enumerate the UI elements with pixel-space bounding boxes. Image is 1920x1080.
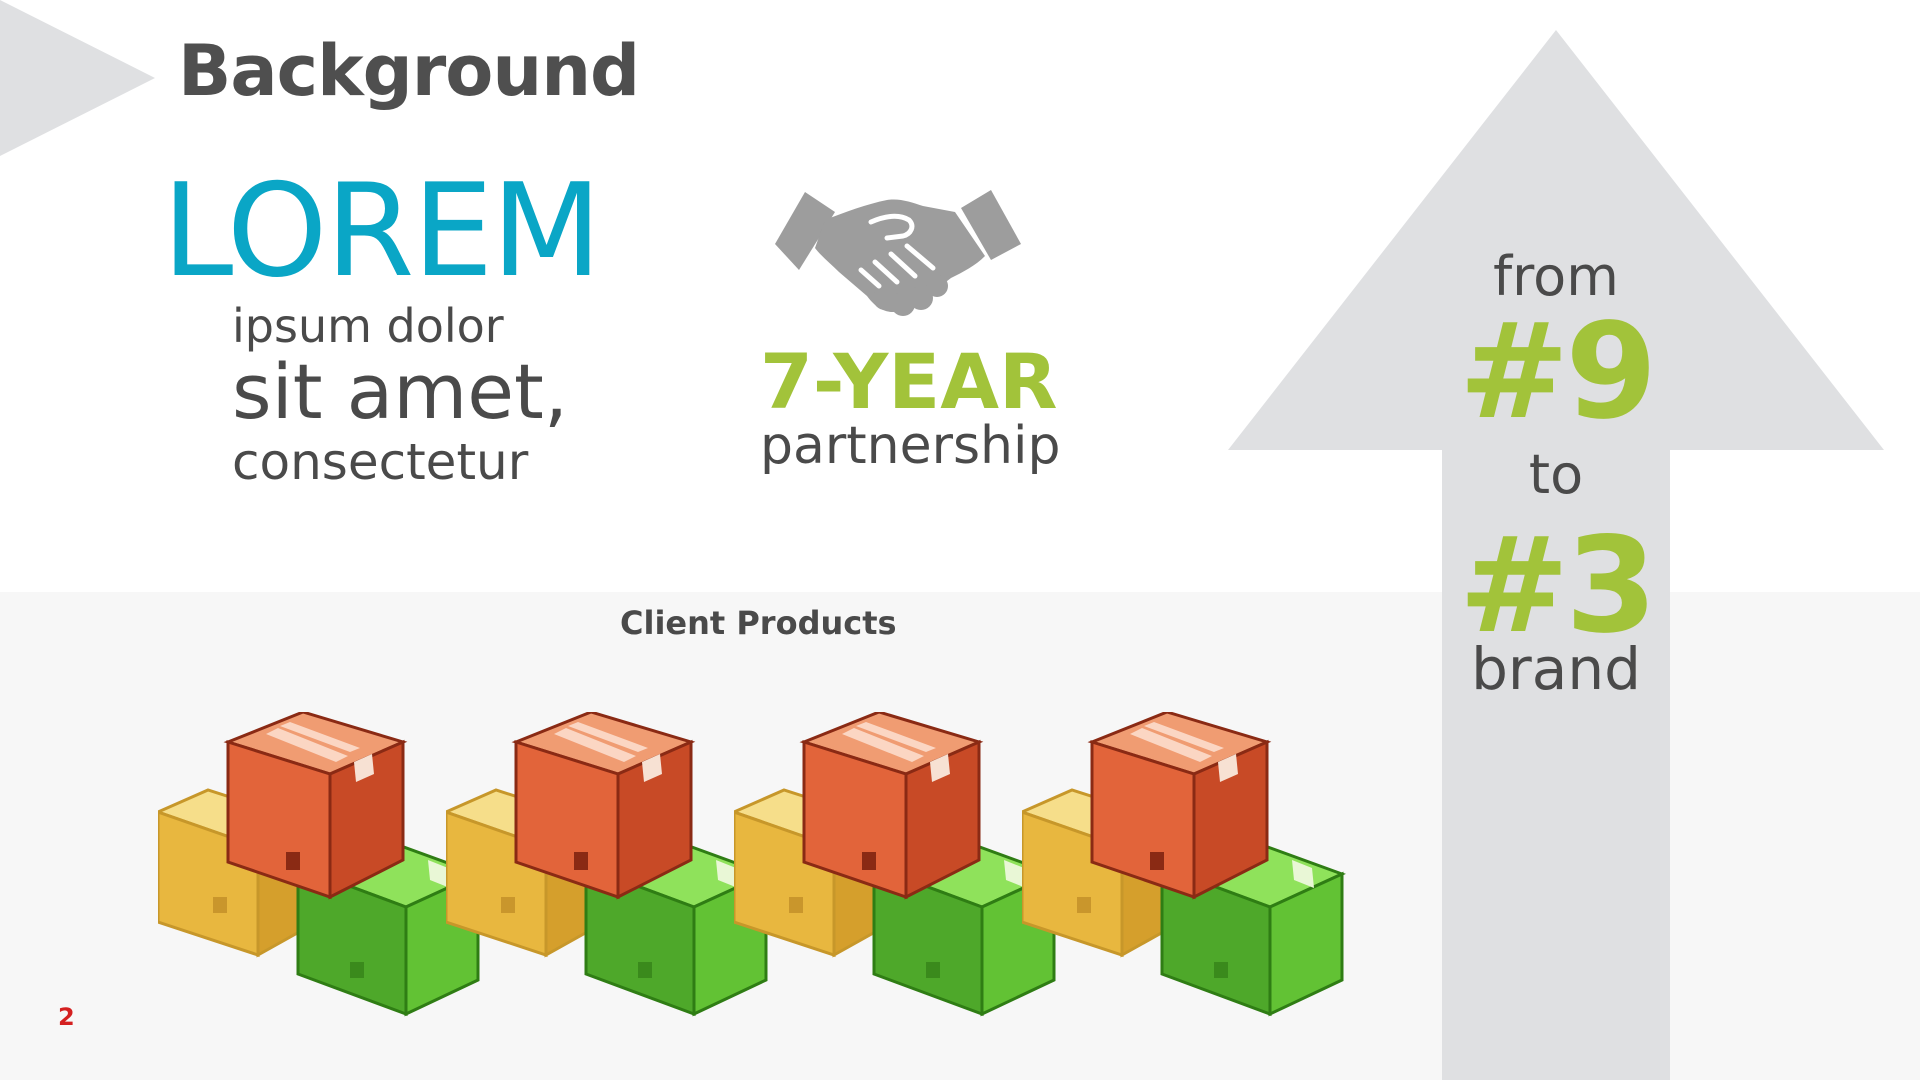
lorem-line-3: consectetur: [232, 433, 529, 491]
rank-suffix: brand: [1471, 635, 1641, 703]
lorem-line-1: ipsum dolor: [232, 299, 504, 353]
product-box-group: [158, 712, 488, 1022]
up-arrow-graphic: [1228, 30, 1884, 1080]
red-box-icon: [223, 712, 408, 900]
page-title: Background: [178, 30, 640, 112]
product-box-group: [1022, 712, 1352, 1022]
red-box-icon: [511, 712, 696, 900]
rank-to-label: to: [1528, 443, 1584, 506]
corner-triangle-decoration: [0, 0, 155, 156]
lorem-headline: LOREM: [162, 157, 602, 306]
red-box-icon: [799, 712, 984, 900]
partnership-label: partnership: [760, 416, 1061, 476]
rank-to-value: #3: [1458, 509, 1657, 663]
handshake-icon: [775, 190, 1021, 316]
client-products-heading: Client Products: [620, 604, 897, 642]
partnership-years: 7-YEAR: [760, 337, 1058, 426]
lorem-line-2: sit amet,: [232, 347, 568, 436]
rank-from-label: from: [1493, 245, 1619, 308]
page-number: 2: [58, 1003, 75, 1031]
product-box-group: [734, 712, 1064, 1022]
product-box-group: [446, 712, 776, 1022]
red-box-icon: [1087, 712, 1272, 900]
rank-from-value: #9: [1458, 295, 1657, 449]
